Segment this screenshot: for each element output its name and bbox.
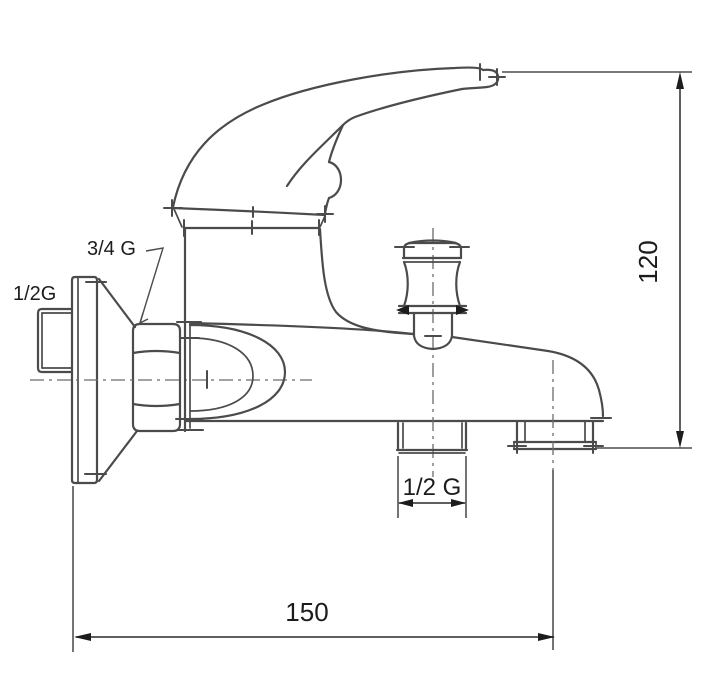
mixer-body (175, 226, 612, 433)
wall-thread-label: 1/2G (13, 283, 56, 305)
dimension-height-value: 120 (633, 240, 663, 283)
dimension-height: 120 (502, 71, 692, 449)
spout-thread-label: 1/2 G (403, 474, 462, 501)
hex-nut (131, 322, 182, 433)
nut-thread-leader (139, 247, 165, 324)
wall-thread-nipple (36, 307, 74, 374)
lever-handle (163, 63, 506, 336)
dimension-depth: 150 (72, 470, 555, 652)
escutcheon-cone (97, 277, 139, 483)
shower-outlet (507, 420, 604, 454)
nut-thread-label: 3/4 G (87, 238, 136, 260)
dimension-depth-value: 150 (285, 597, 328, 627)
dimension-spout-thread: 1/2 G (397, 456, 467, 518)
spout-outlet (395, 421, 469, 454)
diverter-knob (394, 228, 470, 477)
